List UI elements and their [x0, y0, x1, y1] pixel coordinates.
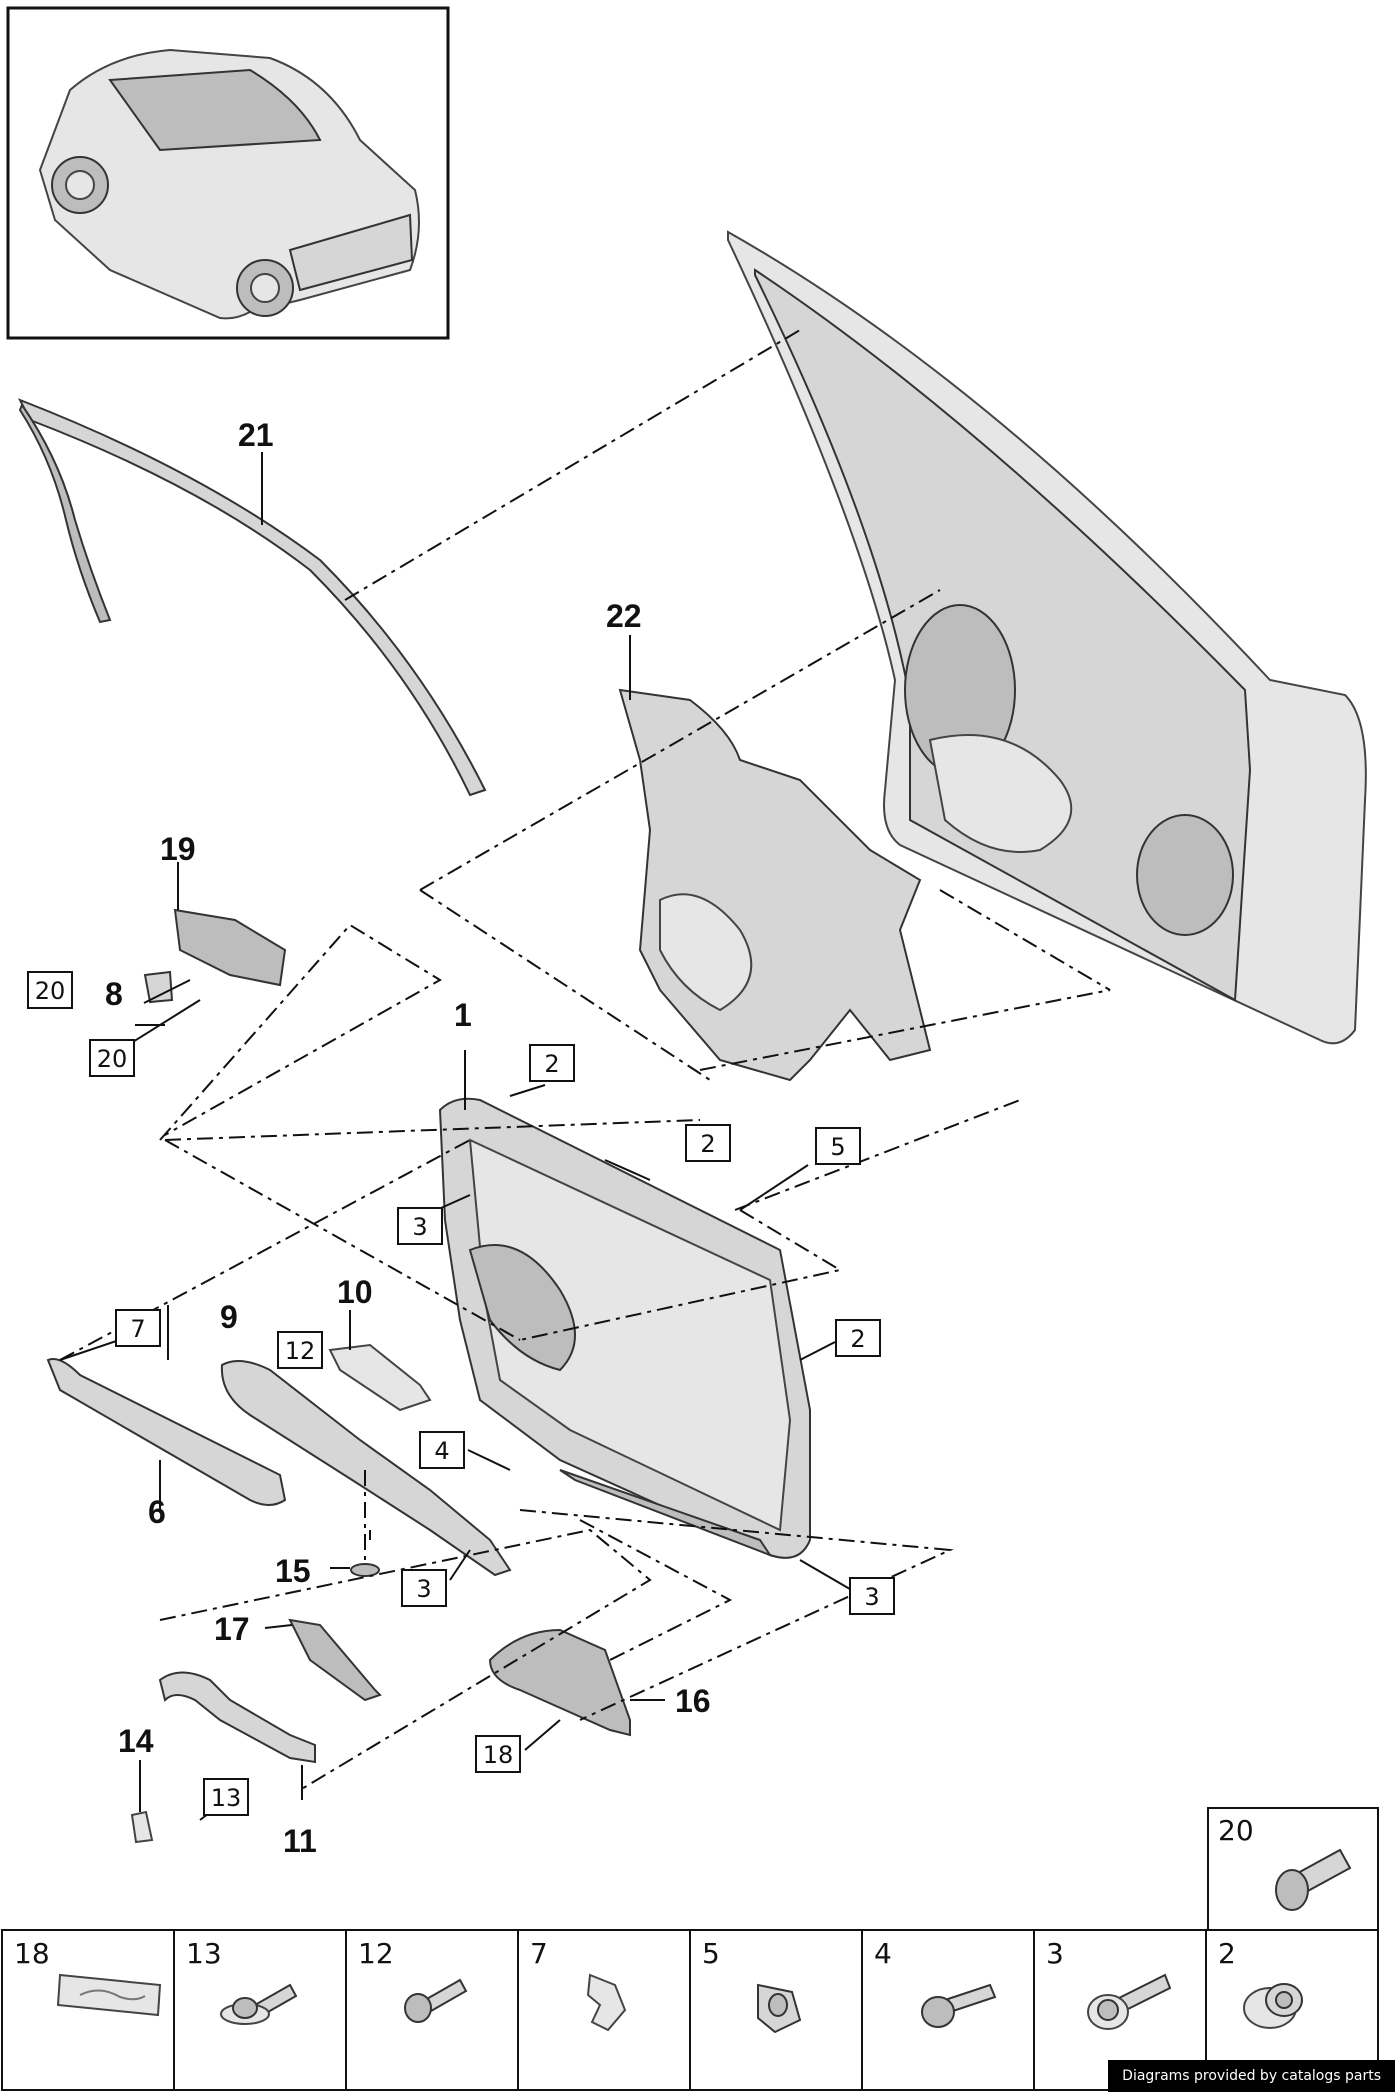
flange-screw-icon [220, 1983, 298, 2025]
vehicle-thumbnail [6, 6, 450, 340]
window-frame-trim [17, 398, 487, 797]
door-trim-panel [438, 1097, 811, 1559]
fastener-18-number: 18 [14, 1937, 50, 1970]
callout-box [529, 1044, 575, 1082]
bolt-icon [1275, 1848, 1352, 1911]
credit-banner: Diagrams provided by catalogs parts [1108, 2060, 1395, 2092]
fastener-4-number: 4 [874, 1937, 892, 1970]
callout-3-a: 3 [412, 1213, 427, 1241]
callout-labels: 21 22 19 20 8 20 1 2 2 5 3 2 7 9 12 10 6… [27, 417, 895, 1859]
door-shell [727, 230, 1367, 1045]
small-cover [350, 1563, 380, 1577]
callout-20-lower: 20 [97, 1045, 128, 1073]
callout-20-upper: 20 [35, 977, 66, 1005]
callout-box [397, 1207, 443, 1245]
expansion-nut-icon [757, 1983, 802, 2034]
switch-frame [328, 1343, 432, 1412]
callout-3-c: 3 [864, 1583, 879, 1611]
callout-2-b: 2 [700, 1130, 715, 1158]
fastener-3-number: 3 [1046, 1937, 1064, 1970]
screw-icon [404, 1978, 468, 2023]
fastener-5-number: 5 [702, 1937, 720, 1970]
callout-1: 1 [454, 997, 472, 1033]
callout-13: 13 [211, 1784, 242, 1812]
callout-box [835, 1319, 881, 1357]
callout-box [89, 1039, 135, 1077]
handle-bracket [143, 908, 287, 1004]
sealing-membrane [618, 688, 932, 1082]
callout-5: 5 [830, 1133, 845, 1161]
grommet-icon [1243, 1983, 1303, 2029]
clip-icon [586, 1973, 627, 2032]
small-clip [130, 1810, 154, 1844]
callout-3-b: 3 [416, 1575, 431, 1603]
callout-box [685, 1124, 731, 1162]
callout-box [401, 1569, 447, 1607]
callout-2-c: 2 [850, 1325, 865, 1353]
callout-15: 15 [275, 1553, 311, 1589]
fastener-2-number: 2 [1218, 1937, 1236, 1970]
trim-insert [288, 1618, 382, 1702]
emblem-icon [56, 1973, 162, 2017]
callout-22: 22 [606, 598, 642, 634]
callout-12: 12 [285, 1337, 316, 1365]
callout-box [419, 1431, 465, 1469]
trim-strip [46, 1358, 287, 1506]
callout-box [815, 1127, 861, 1165]
speaker-grille [488, 1628, 631, 1737]
fastener-13-number: 13 [186, 1937, 222, 1970]
fastener-table: 20 18 13 12 7 5 4 3 2 [1, 1807, 1379, 2091]
fastener-7-number: 7 [530, 1937, 548, 1970]
callout-10: 10 [337, 1274, 373, 1310]
callout-19: 19 [160, 831, 196, 867]
callout-14: 14 [118, 1723, 154, 1759]
callout-6: 6 [148, 1494, 166, 1530]
armrest [220, 1360, 512, 1577]
callout-17: 17 [214, 1611, 250, 1647]
callout-box [203, 1778, 249, 1816]
callout-9: 9 [220, 1299, 238, 1335]
pull-handle [158, 1671, 316, 1764]
callout-18: 18 [483, 1741, 514, 1769]
callout-box [115, 1309, 161, 1347]
assembly-lines [59, 329, 1111, 1791]
fastener-20-number: 20 [1218, 1814, 1254, 1847]
callout-2-a: 2 [544, 1050, 559, 1078]
callout-21: 21 [238, 417, 274, 453]
callout-7: 7 [130, 1315, 145, 1343]
fastener-12-number: 12 [358, 1937, 394, 1970]
screw-icon-4 [921, 1983, 997, 2028]
callout-box [475, 1735, 521, 1773]
callout-8: 8 [105, 976, 123, 1012]
callout-11: 11 [283, 1823, 317, 1859]
callout-box [849, 1577, 895, 1615]
callout-4: 4 [434, 1437, 449, 1465]
callout-box [27, 971, 73, 1009]
callout-box [277, 1331, 323, 1369]
flange-screw-icon-3 [1087, 1973, 1172, 2030]
callout-16: 16 [675, 1683, 711, 1719]
